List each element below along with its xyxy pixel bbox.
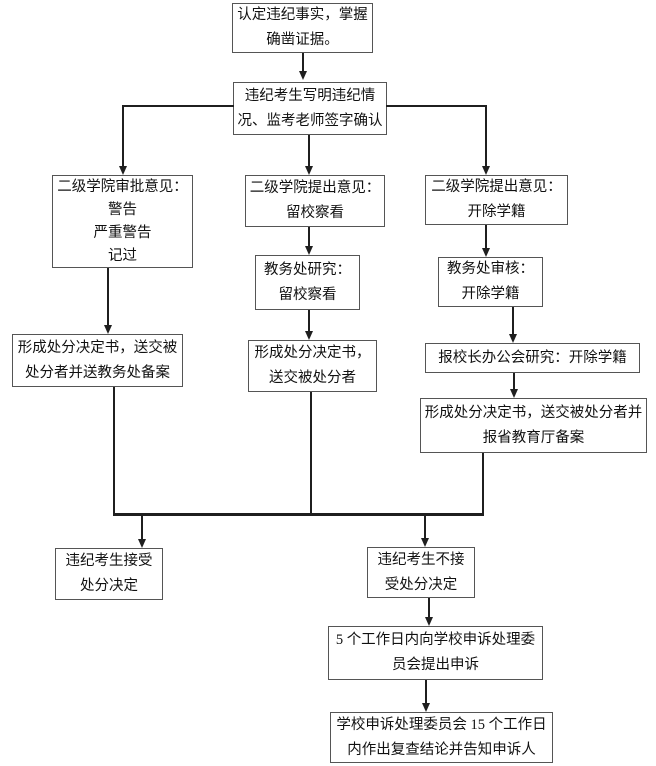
arrowhead-junction-to-accept — [138, 539, 146, 548]
flow-node-appeal-review-15-days-label: 学校申诉处理委员会 15 个工作日 内作出复查结论并告知申诉人 — [336, 716, 547, 758]
arrowhead-appeal-to-review-result — [422, 703, 430, 712]
connector-decision-expulsion-to-junction — [482, 453, 484, 514]
connector-reject-to-appeal — [428, 598, 430, 617]
arrowhead-proposal-to-study-probation — [305, 246, 313, 255]
connector-study-to-decision-probation — [308, 310, 310, 331]
arrowhead-statement-to-expulsion-proposal — [482, 166, 490, 175]
flow-node-decision-letter-expulsion-label: 形成处分决定书，送交被处分者并 报省教育厅备案 — [424, 404, 643, 446]
arrowhead-study-to-decision-probation — [305, 331, 313, 340]
flow-node-decision-letter-expulsion: 形成处分决定书，送交被处分者并 报省教育厅备案 — [420, 398, 647, 453]
flow-node-president-meeting-expulsion-label: 报校长办公会研究：开除学籍 — [438, 349, 627, 366]
flow-node-college-approval-warning-label: 二级学院审批意见： 警告 严重警告 记过 — [57, 178, 188, 264]
connector-junction-to-accept — [141, 516, 143, 539]
flow-node-college-proposal-expulsion: 二级学院提出意见： 开除学籍 — [425, 175, 568, 225]
connector-statement-to-college-approval — [122, 105, 124, 166]
flow-node-student-statement: 违纪考生写明违纪情 况、监考老师签字确认 — [233, 82, 387, 135]
connector-proposal-to-review-expulsion — [485, 225, 487, 248]
connector-proposal-to-study-probation — [308, 227, 310, 246]
arrowhead-junction-to-reject — [421, 538, 429, 547]
connector-meeting-to-decision-expulsion — [513, 373, 515, 389]
arrowhead-facts-to-statement — [299, 71, 307, 80]
connector-statement-to-expulsion-proposal — [485, 105, 487, 166]
connector-appeal-to-review-result — [425, 680, 427, 703]
connector-facts-to-statement — [302, 53, 304, 71]
connector-decision-warning-to-junction — [113, 387, 115, 514]
arrowhead-approval-to-decision-warning — [104, 325, 112, 334]
flow-node-determine-facts-label: 认定违纪事实，掌握 确凿证据。 — [237, 7, 368, 48]
flow-node-appeal-review-15-days: 学校申诉处理委员会 15 个工作日 内作出复查结论并告知申诉人 — [330, 712, 553, 763]
flow-node-college-proposal-probation: 二级学院提出意见： 留校察看 — [245, 175, 385, 227]
arrowhead-meeting-to-decision-expulsion — [510, 389, 518, 398]
flow-node-reject-decision: 违纪考生不接 受处分决定 — [367, 547, 475, 598]
flow-node-president-meeting-expulsion: 报校长办公会研究：开除学籍 — [425, 343, 640, 373]
flow-node-academic-office-review-expulsion: 教务处审核： 开除学籍 — [438, 257, 543, 307]
flow-node-decision-letter-warning-label: 形成处分决定书，送交被 处分者并送教务处备案 — [17, 339, 178, 381]
connector-statement-left-horizontal — [122, 105, 234, 107]
connector-statement-to-probation-proposal — [308, 135, 310, 166]
arrowhead-review-to-president-meeting — [509, 334, 517, 343]
arrowhead-statement-to-probation-proposal — [305, 166, 313, 175]
arrowhead-proposal-to-review-expulsion — [482, 248, 490, 257]
connector-approval-to-decision-warning — [107, 268, 109, 325]
flow-node-college-approval-warning: 二级学院审批意见： 警告 严重警告 记过 — [52, 175, 193, 268]
flow-node-academic-office-study-probation-label: 教务处研究： 留校察看 — [264, 261, 351, 303]
flow-node-college-proposal-probation-label: 二级学院提出意见： 留校察看 — [249, 180, 381, 221]
junction-bar — [113, 513, 484, 516]
flow-node-decision-letter-probation: 形成处分决定书， 送交被处分者 — [248, 340, 377, 392]
connector-review-to-president-meeting — [512, 307, 514, 334]
flow-node-decision-letter-probation-label: 形成处分决定书， 送交被处分者 — [254, 345, 371, 386]
flow-node-college-proposal-expulsion-label: 二级学院提出意见： 开除学籍 — [431, 179, 562, 220]
flow-node-decision-letter-warning: 形成处分决定书，送交被 处分者并送教务处备案 — [12, 334, 183, 387]
flow-node-academic-office-study-probation: 教务处研究： 留校察看 — [255, 255, 360, 310]
flow-node-accept-decision-label: 违纪考生接受 处分决定 — [65, 553, 153, 594]
connector-decision-probation-to-junction — [310, 392, 312, 514]
connector-junction-to-reject — [424, 516, 426, 538]
flow-node-student-statement-label: 违纪考生写明违纪情 况、监考老师签字确认 — [237, 87, 383, 129]
flow-node-appeal-within-5-days-label: 5 个工作日内向学校申诉处理委 员会提出申诉 — [335, 632, 536, 673]
flow-node-appeal-within-5-days: 5 个工作日内向学校申诉处理委 员会提出申诉 — [328, 626, 543, 680]
flow-node-academic-office-review-expulsion-label: 教务处审核： 开除学籍 — [447, 261, 534, 302]
flow-node-accept-decision: 违纪考生接受 处分决定 — [55, 548, 163, 600]
arrowhead-statement-to-college-approval — [119, 166, 127, 175]
flow-node-determine-facts: 认定违纪事实，掌握 确凿证据。 — [232, 3, 373, 53]
flow-node-reject-decision-label: 违纪考生不接 受处分决定 — [377, 551, 465, 593]
connector-statement-right-horizontal — [386, 105, 486, 107]
arrowhead-reject-to-appeal — [425, 617, 433, 626]
